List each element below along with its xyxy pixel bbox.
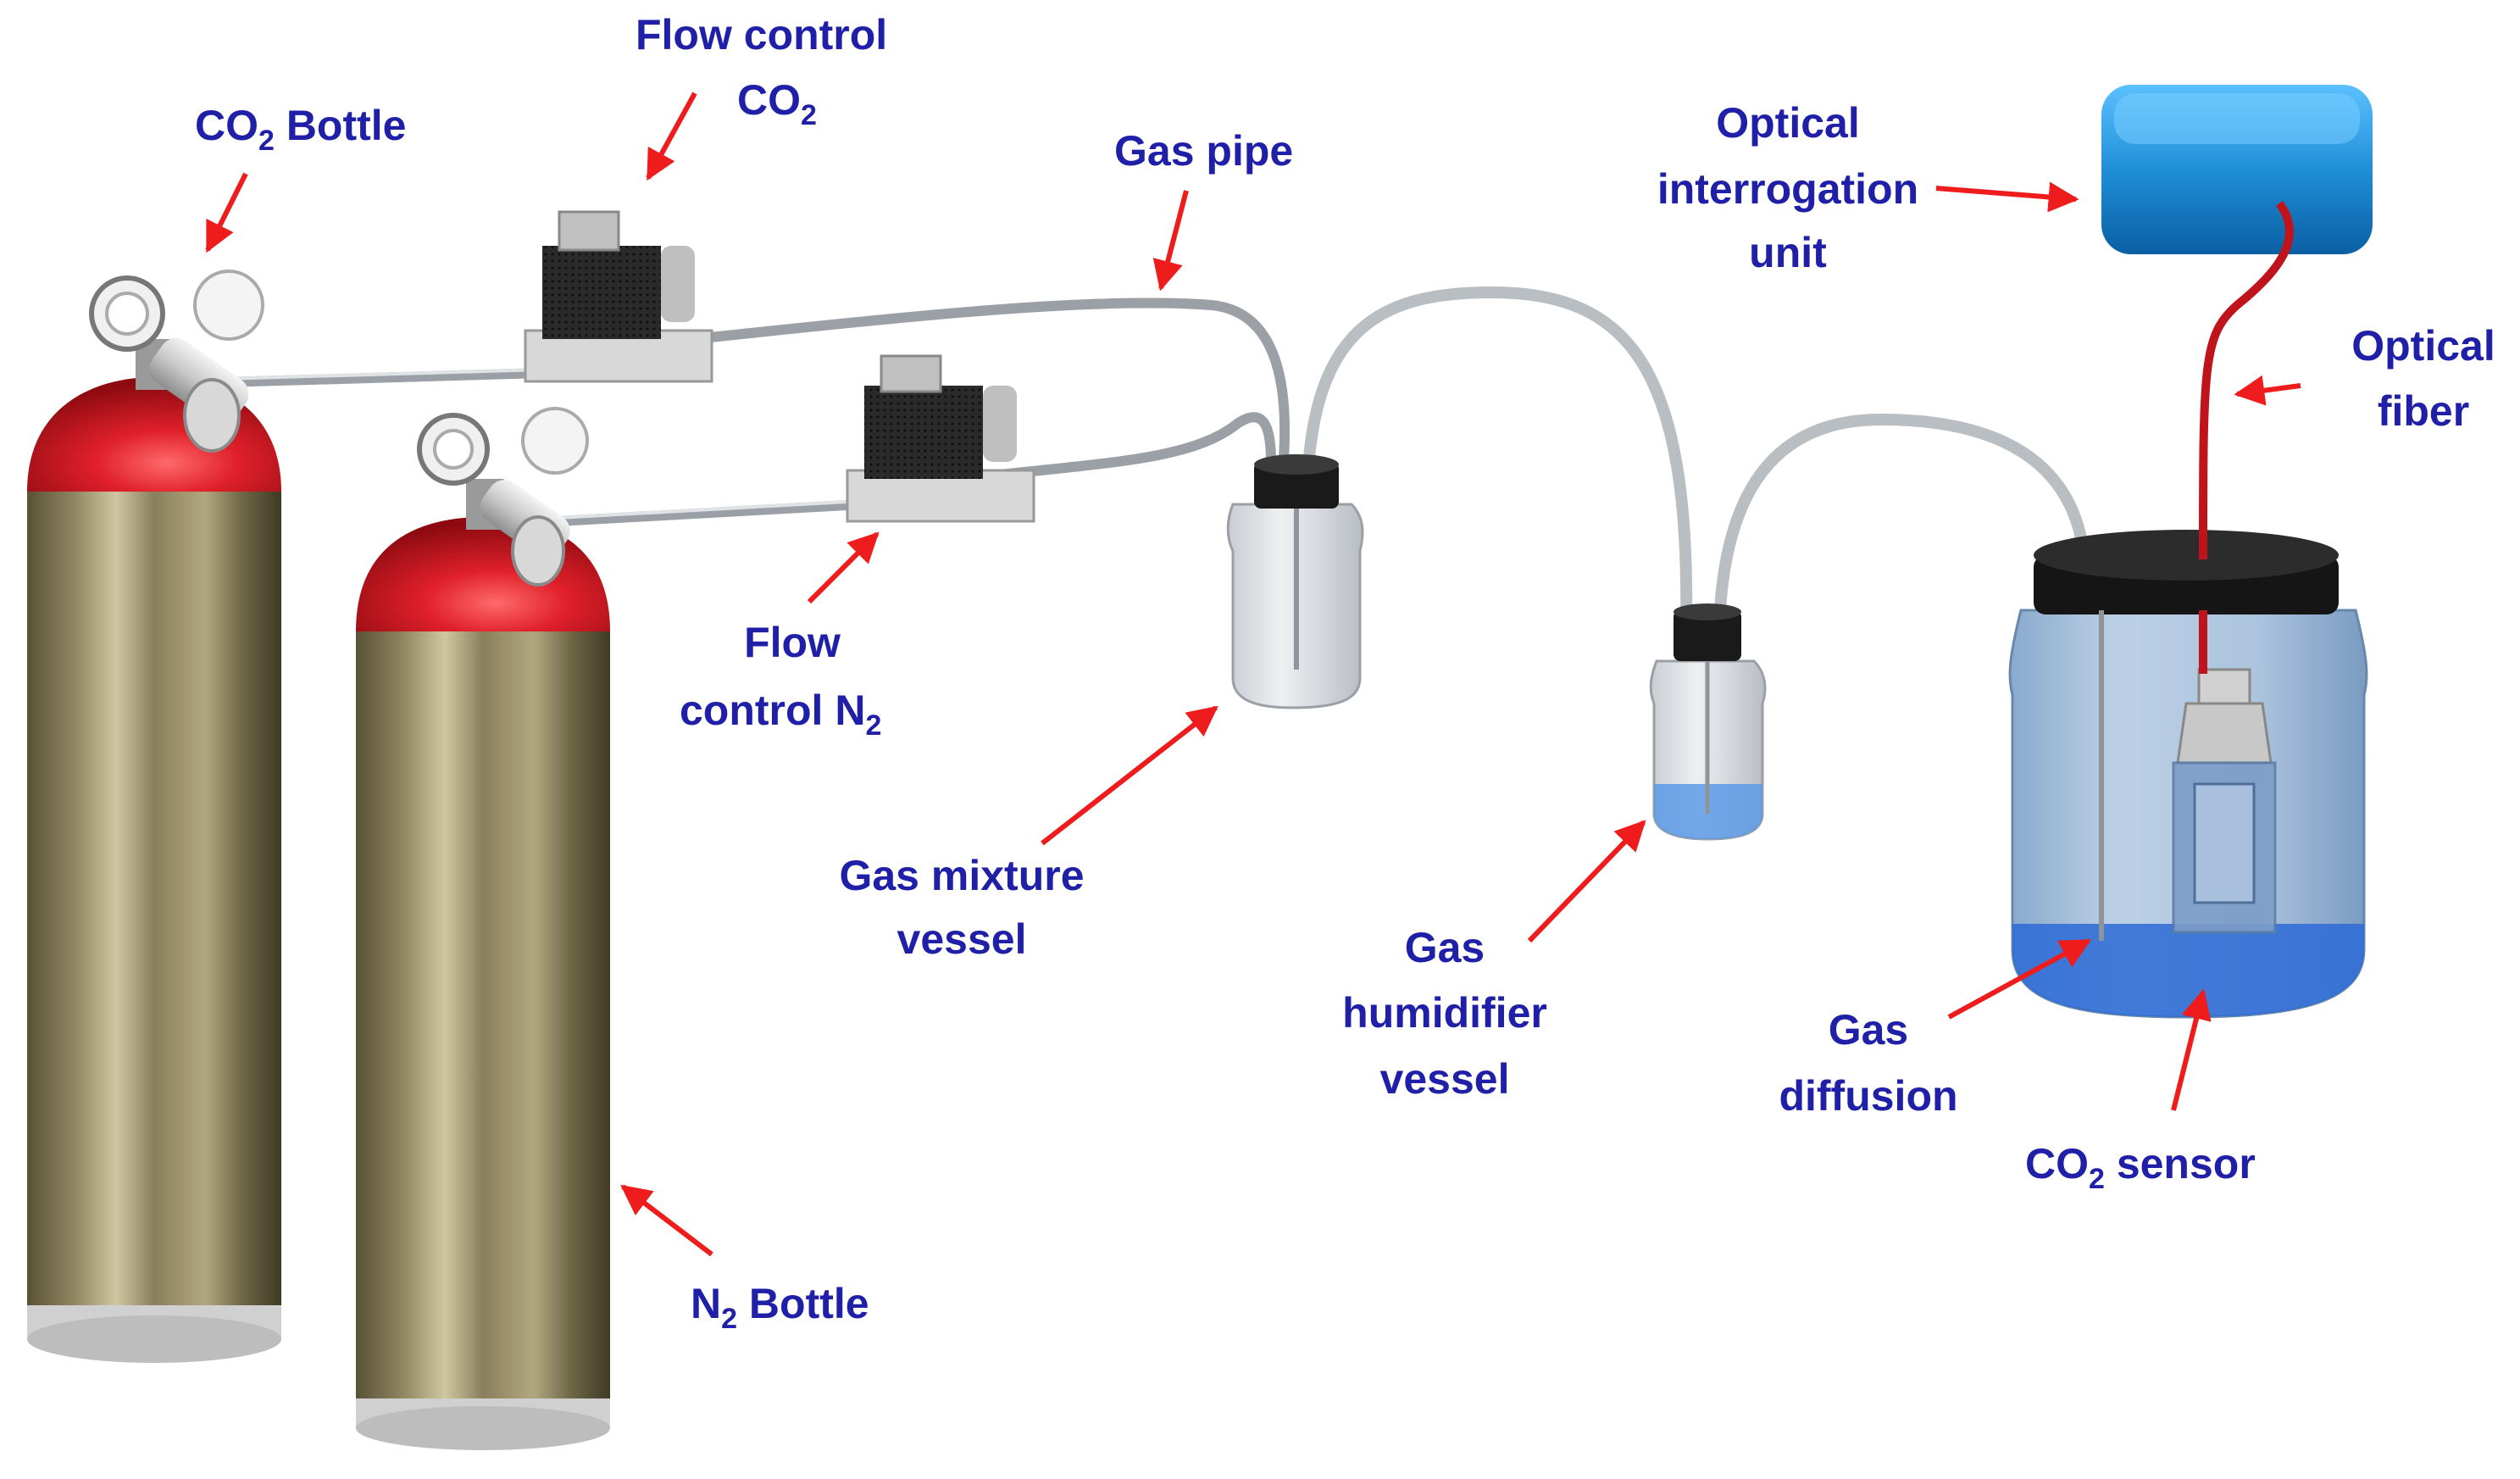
arrow-n2-bottle <box>620 1184 713 1257</box>
gas-pipes <box>190 286 2090 633</box>
pipe-co2-to-controller <box>190 368 547 388</box>
arrow-flow-control-n2 <box>807 531 880 604</box>
svg-text:fiber: fiber <box>2378 387 2469 435</box>
arrow-co2-bottle <box>205 172 248 253</box>
sensor-jar <box>2008 530 2368 1019</box>
svg-text:humidifier: humidifier <box>1342 989 1547 1037</box>
pipe-co2-controller-to-mixer <box>690 297 1291 463</box>
svg-text:Flow: Flow <box>744 619 841 666</box>
svg-text:Gas: Gas <box>1829 1006 1909 1054</box>
flow-controller-co2 <box>524 210 713 383</box>
svg-text:Optical: Optical <box>1716 99 1859 147</box>
pipe-n2-to-controller-hi <box>541 500 849 520</box>
label-optical-fiber: Optical fiber <box>2351 322 2495 435</box>
gas-humidifier-vessel <box>1649 603 1767 841</box>
arrow-optical-unit <box>1935 181 2079 213</box>
arrow-gas-diffusion <box>1947 938 2092 1020</box>
n2-bottle <box>356 407 610 1450</box>
optical-fiber <box>2199 201 2294 560</box>
pipe-n2-to-controller <box>537 500 852 527</box>
optical-interrogation-unit <box>2101 85 2373 254</box>
svg-text:control N2: control N2 <box>680 687 881 742</box>
label-optical-interrogation-unit: Optical interrogation unit <box>1657 99 1918 276</box>
arrow-co2-sensor <box>2171 988 2212 1111</box>
pipe-n2-controller-to-mixer <box>995 412 1276 480</box>
label-gas-mixture-vessel: Gas mixture vessel <box>839 852 1084 963</box>
svg-text:vessel: vessel <box>1380 1055 1510 1103</box>
svg-text:Optical: Optical <box>2351 322 2495 370</box>
svg-text:Gas: Gas <box>1405 924 1485 971</box>
arrow-gas-mixture-vessel <box>1041 705 1218 846</box>
gauge-icon <box>521 407 589 475</box>
label-n2-bottle: N2 Bottle <box>691 1280 869 1335</box>
svg-text:unit: unit <box>1749 229 1827 276</box>
label-flow-control-co2: Flow control CO2 <box>636 11 887 131</box>
svg-text:diffusion: diffusion <box>1779 1072 1957 1120</box>
label-gas-humidifier-vessel: Gas humidifier vessel <box>1342 924 1547 1103</box>
co2-sensor-probe <box>2172 668 2277 934</box>
arrows <box>205 92 2301 1257</box>
pipe-co2-to-controller-hi <box>193 368 544 381</box>
svg-text:Gas mixture: Gas mixture <box>839 852 1084 899</box>
label-gas-diffusion: Gas diffusion <box>1779 1006 1957 1120</box>
label-flow-control-n2: Flow control N2 <box>680 619 881 742</box>
arrow-flow-control-co2 <box>646 92 697 181</box>
arrow-gas-humidifier <box>1527 820 1646 943</box>
co2-bottle <box>27 270 281 1363</box>
svg-text:vessel: vessel <box>897 915 1027 963</box>
label-co2-sensor: CO2 sensor <box>2025 1140 2256 1195</box>
svg-text:Flow control: Flow control <box>636 11 887 58</box>
label-gas-pipe: Gas pipe <box>1114 127 1293 175</box>
gauge-icon <box>193 270 264 341</box>
svg-text:interrogation: interrogation <box>1657 165 1918 213</box>
pipe-mixer-to-humidifier <box>1303 286 1693 633</box>
gas-mixture-vessel <box>1226 454 1364 709</box>
arrow-optical-fiber <box>2234 375 2301 406</box>
label-co2-bottle: CO2 Bottle <box>195 102 406 157</box>
arrow-gas-pipe <box>1152 190 1189 292</box>
pipe-humidifier-to-jar <box>1714 413 2090 616</box>
svg-text:CO2: CO2 <box>737 76 817 131</box>
flow-controller-n2 <box>846 354 1035 523</box>
